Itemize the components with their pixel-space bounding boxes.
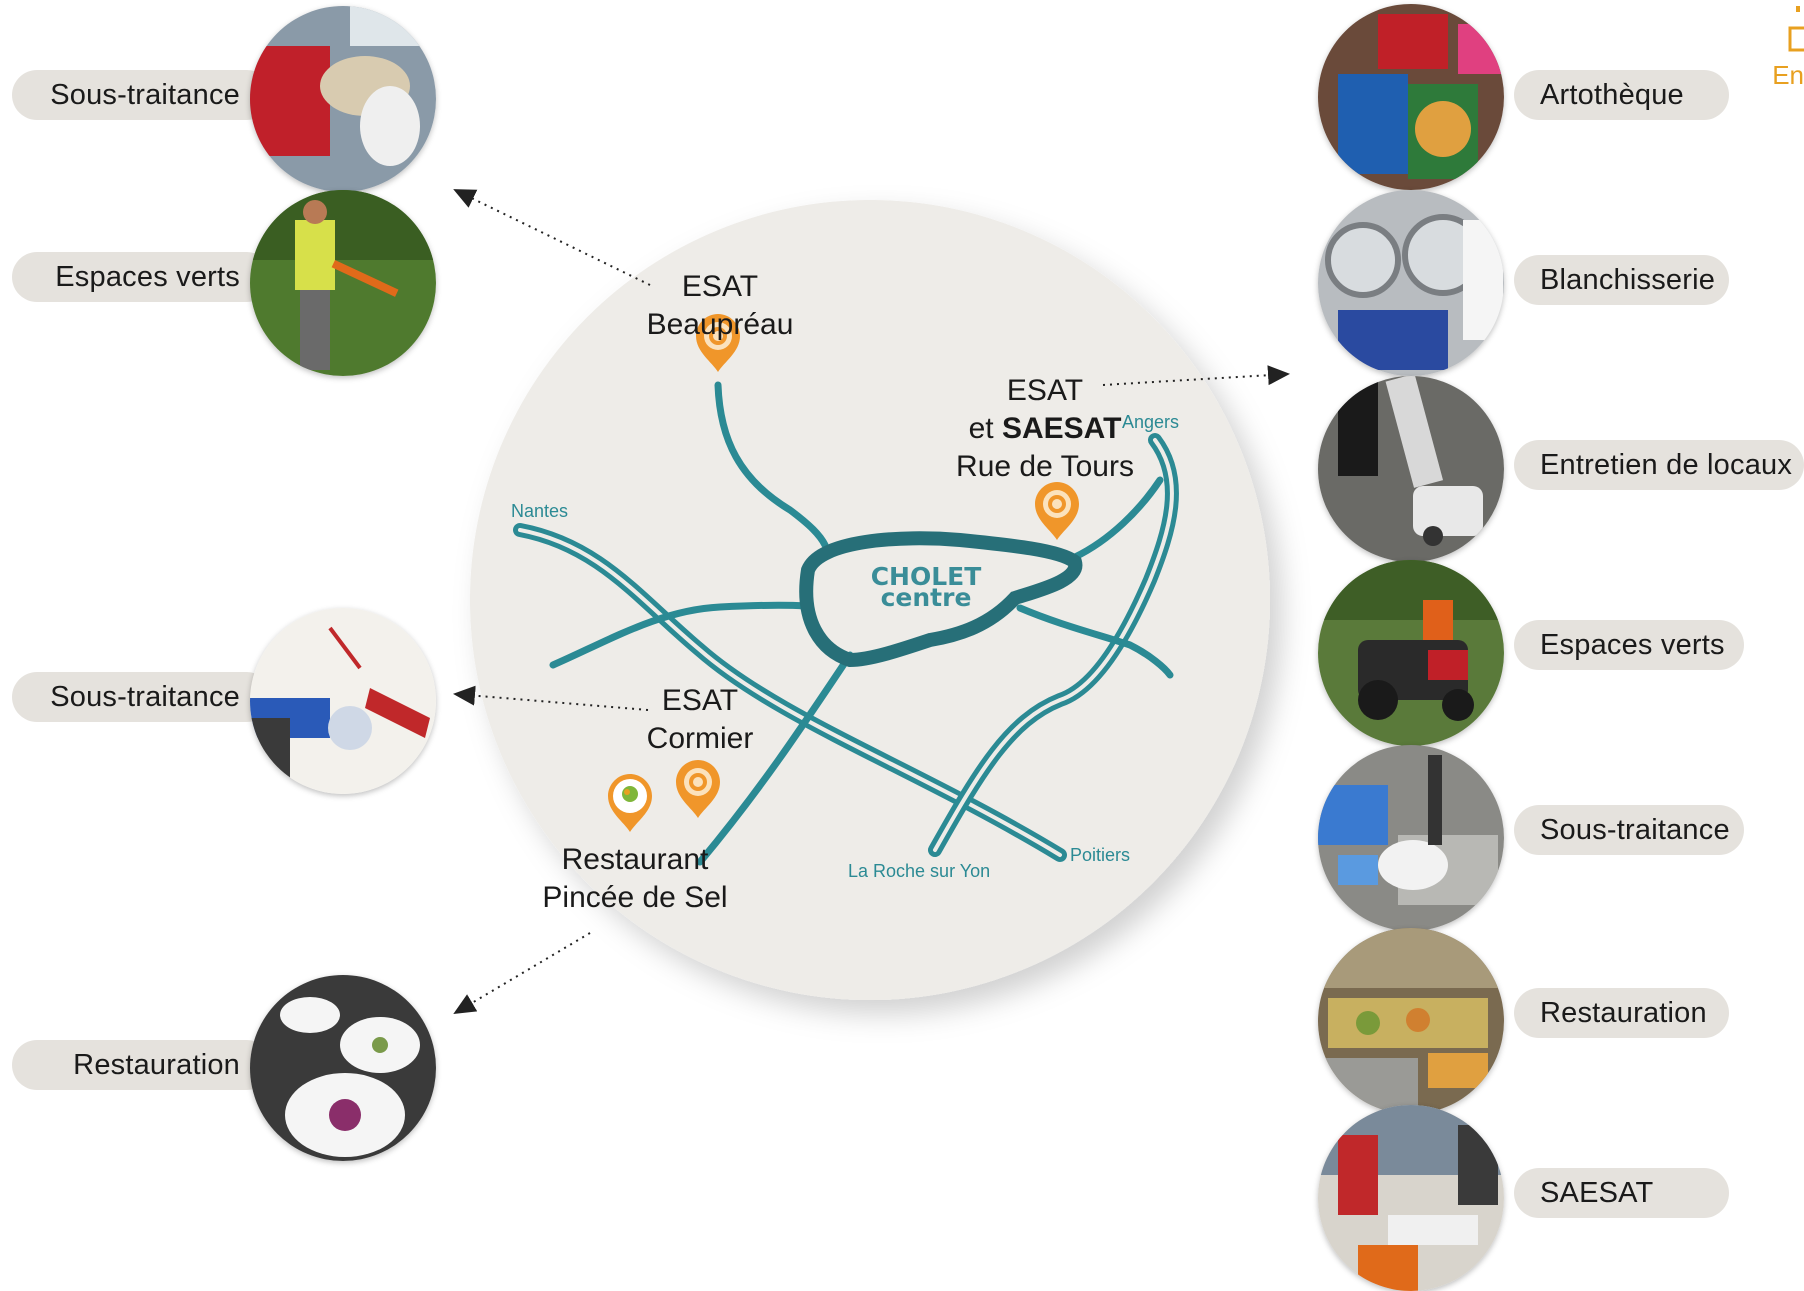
gloved-hands-sorting-photo	[250, 6, 436, 192]
pin-cormier[interactable]	[676, 760, 720, 818]
road-label-poitiers: Poitiers	[1070, 845, 1131, 865]
floor-scrubber-photo	[1318, 376, 1504, 562]
label-esat-rue-de-tours: ESAT et SAESAT Rue de Tours	[940, 372, 1150, 486]
pin-restaurant[interactable]	[608, 774, 652, 832]
road-nantes-poitiers	[513, 523, 1067, 862]
left-pill-sous-traitance-1[interactable]: Sous-traitance	[12, 70, 272, 120]
cholet-ring	[799, 531, 1083, 668]
left-pill-restauration[interactable]: Restauration	[12, 1040, 272, 1090]
workshop-room-photo	[1318, 1105, 1504, 1291]
assembly-table-photo	[250, 608, 436, 794]
right-pill-espaces-verts[interactable]: Espaces verts	[1514, 620, 1744, 670]
packaging-photo	[1318, 745, 1504, 931]
label-esat-tours-line2: et SAESAT	[940, 410, 1150, 448]
road-label-la-roche-sur-yon: La Roche sur Yon	[848, 861, 991, 881]
arrow-restaurant	[453, 932, 591, 1015]
label-saesat-bold: SAESAT	[1001, 412, 1122, 445]
road-angers-connector	[1071, 476, 1164, 561]
road-beaupreau	[714, 381, 829, 549]
right-pill-sous-traitance[interactable]: Sous-traitance	[1514, 805, 1744, 855]
paintings-photo	[1318, 4, 1504, 190]
right-pill-blanchisserie[interactable]: Blanchisserie	[1514, 255, 1729, 305]
road-label-nantes: Nantes	[511, 501, 569, 521]
pin-beaupreau[interactable]	[696, 314, 740, 372]
label-esat-tours-line3: Rue de Tours	[956, 450, 1134, 483]
label-esat-beaupreau: ESAT Beaupréau	[640, 268, 800, 344]
label-esat-cormier: ESAT Cormier	[620, 682, 780, 758]
label-restaurant: Restaurant Pincée de Sel	[530, 841, 740, 917]
arrow-cormier	[453, 685, 649, 711]
laundry-machines-photo	[1318, 190, 1504, 376]
corner-text: En	[1772, 60, 1804, 90]
arrow-beaupreau	[453, 189, 651, 286]
right-pill-entretien-de-locaux[interactable]: Entretien de locaux	[1514, 440, 1804, 490]
corner-document-icon	[1788, 26, 1804, 52]
road-west	[549, 601, 809, 669]
road-east	[1016, 604, 1174, 679]
label-esat-beaupreau-line1: ESAT	[681, 270, 759, 303]
label-esat-beaupreau-line2: Beaupréau	[646, 308, 794, 341]
left-pill-espaces-verts-1[interactable]: Espaces verts	[12, 252, 272, 302]
gardener-trimmer-photo	[250, 190, 436, 376]
label-esat-tours-prefix: et	[968, 412, 1002, 445]
road-network	[513, 381, 1179, 866]
road-southwest	[696, 651, 854, 866]
center-label-line2: centre	[881, 583, 972, 612]
right-pill-restauration[interactable]: Restauration	[1514, 988, 1729, 1038]
left-pill-sous-traitance-2[interactable]: Sous-traitance	[12, 672, 272, 722]
pin-rue-de-tours[interactable]	[1035, 482, 1079, 540]
food-counter-photo	[1318, 928, 1504, 1114]
plated-dishes-photo	[250, 975, 436, 1161]
center-label-line1: CHOLET	[871, 562, 982, 591]
ride-on-mower-photo	[1318, 560, 1504, 746]
label-esat-tours-line1: ESAT	[1006, 374, 1084, 407]
right-pill-artotheque[interactable]: Artothèque	[1514, 70, 1729, 120]
road-angers	[928, 433, 1179, 857]
arrow-rue-de-tours	[1102, 365, 1290, 386]
label-esat-cormier-line1: ESAT	[661, 684, 739, 717]
label-restaurant-line2: Pincée de Sel	[542, 881, 728, 914]
corner-dash-icon	[1796, 6, 1800, 12]
road-label-angers: Angers	[1122, 412, 1180, 432]
label-esat-cormier-line2: Cormier	[646, 722, 754, 755]
label-restaurant-line1: Restaurant	[561, 843, 709, 876]
map-circle	[470, 200, 1270, 1000]
right-pill-saesat[interactable]: SAESAT	[1514, 1168, 1729, 1218]
